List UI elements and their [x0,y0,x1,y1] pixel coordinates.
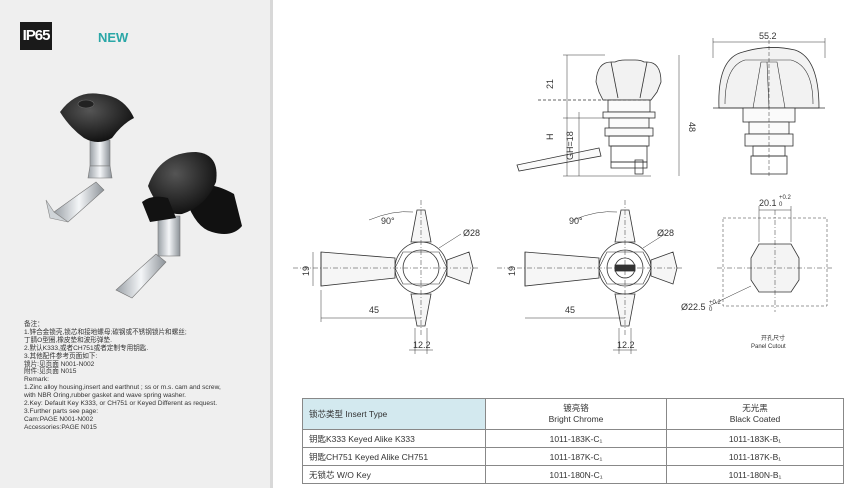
dim-19-2: 19 [507,266,517,276]
part-number-table: 锁芯类型 Insert Type 镀亮铬 Bright Chrome 无光黑 B… [302,398,844,484]
note-line: 备注： [24,321,44,328]
dim-angle-2: 90° [569,216,583,226]
dim-45-2: 45 [565,305,575,315]
note-line: Accessories:PAGE N015 [24,423,97,431]
cell-black-part: 1011-187K-B₁ [666,447,844,466]
note-line: with NBR Oring,rubber gasket and wave sp… [24,392,186,400]
note-line: 2.Key: Default Key K333, or CH751 or Key… [24,400,218,408]
note-line: 1.锌合金锁壳,锁芯和接地螺母;碳钢或不锈钢锁片和螺丝; [24,328,187,336]
note-line: 2.默认K333,或者CH751或者定制专用钥匙. [24,344,149,352]
header-cn: 锁芯类型 [309,408,344,419]
dim-cutout-diameter-tol-lower: 0 [709,307,713,313]
side-view [516,54,680,177]
panel-cutout [708,206,833,312]
dim-angle-1: 90° [381,216,395,226]
dim-12-2-2: 12.2 [617,340,635,350]
dim-55-2: 55.2 [759,31,777,41]
table-row: 钥匙CH751 Keyed Alike CH751 1011-187K-C₁ 1… [302,447,844,466]
cell-black-part: 1011-180N-B₁ [666,465,844,484]
dim-45-1: 45 [369,305,379,315]
dim-12-2-1: 12.2 [413,340,431,350]
technical-drawing: 21 H GH=18 48 55.2 90° Ø28 19 45 12.2 90… [293,31,833,354]
cell-insert-type: 钥匙CH751 Keyed Alike CH751 [302,447,486,466]
dim-cutout-width-tol-lower: 0 [779,202,783,208]
dim-d28-1: Ø28 [463,228,480,238]
header-en: Bright Chrome [548,414,604,424]
note-line: 3.Further parts see page: [24,407,99,415]
dim-cutout-width: 20.1 [759,198,777,208]
dim-48: 48 [687,122,697,132]
dim-cutout-diameter-tol-upper: +0.2 [709,300,722,306]
note-line: Cam:PAGE N001-N002 [24,415,94,423]
header-black-coated: 无光黑 Black Coated [666,398,844,430]
note-line: 锁片:见页面 N001-N002 [24,360,95,368]
note-line: 3.其他配件参考页面如下: [24,352,98,360]
product-photo [45,93,242,299]
cell-chrome-part: 1011-183K-C₁ [485,429,667,448]
header-bright-chrome: 镀亮铬 Bright Chrome [485,398,667,430]
cutout-label-en: Panel Cutout [751,344,786,350]
table-row: 无锁芯 W/O Key 1011-180N-C₁ 1011-180N-B₁ [302,465,844,484]
header-en: Black Coated [729,414,781,424]
header-cn: 镀亮铬 [563,403,589,413]
ip65-badge: IP65 [20,22,52,50]
dim-21: 21 [545,79,555,89]
note-line: Remark: [24,376,49,384]
top-view-with-key [497,200,683,354]
cell-chrome-part: 1011-187K-C₁ [485,447,667,466]
dim-gh: GH=18 [565,131,575,160]
header-cn: 无光黑 [742,403,768,413]
dim-19-1: 19 [301,266,311,276]
table-row: 钥匙K333 Keyed Alike K333 1011-183K-C₁ 101… [302,429,844,448]
cell-black-part: 1011-183K-B₁ [666,429,844,448]
front-view [712,38,826,178]
dim-h: H [545,134,555,141]
dim-d28-2: Ø28 [657,228,674,238]
new-badge: NEW [98,30,129,45]
cell-insert-type: 无锁芯 W/O Key [302,465,486,484]
panel-divider [270,0,273,488]
remarks-notes: 备注： 1.锌合金锁壳,锁芯和接地螺母;碳钢或不锈钢锁片和螺丝; 丁腈O型圈,橡… [24,321,268,432]
header-en: Insert Type [345,408,388,419]
header-insert-type: 锁芯类型 Insert Type [302,398,486,430]
table-header-row: 锁芯类型 Insert Type 镀亮铬 Bright Chrome 无光黑 B… [302,398,844,430]
cell-insert-type: 钥匙K333 Keyed Alike K333 [302,429,486,448]
cutout-label-cn: 开孔尺寸 [761,334,785,342]
note-line: 1.Zinc alloy housing,insert and earthnut… [24,384,221,392]
note-line: 附件:见页面 N015 [24,368,77,376]
dim-cutout-width-tol-upper: +0.2 [779,195,792,201]
cell-chrome-part: 1011-180N-C₁ [485,465,667,484]
dim-cutout-diameter: Ø22.5 [681,302,706,312]
top-view-no-key [293,200,479,354]
note-line: 丁腈O型圈,橡皮垫和波形弹垫. [24,336,112,344]
left-panel [0,0,270,488]
